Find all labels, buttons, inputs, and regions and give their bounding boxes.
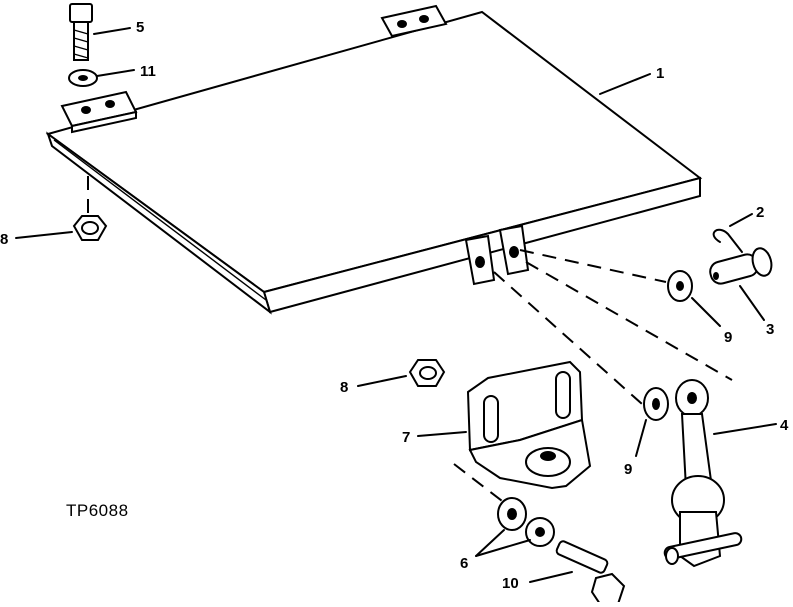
cotter-pin — [712, 228, 743, 253]
callout-10: 10 — [502, 575, 519, 592]
callout-2: 2 — [756, 204, 764, 221]
callout-7: 7 — [402, 429, 410, 446]
washer-center — [643, 387, 669, 421]
callout-5: 5 — [136, 19, 144, 36]
seat-plate — [45, 10, 703, 315]
support-arm — [663, 379, 743, 568]
pin — [709, 247, 773, 285]
plate-tab-left — [464, 234, 496, 286]
seat-plate-left-edge — [46, 131, 272, 315]
lock-nut-left — [72, 215, 108, 241]
callout-6: 6 — [460, 555, 468, 572]
leader-lines — [15, 27, 777, 583]
lock-washer — [68, 69, 98, 87]
bracket — [466, 360, 592, 490]
seat-plate-edge-shade — [53, 139, 267, 301]
callout-11: 11 — [140, 63, 156, 80]
seat-plate-top — [45, 10, 703, 294]
hinge-left — [60, 90, 138, 134]
hinge-right — [380, 4, 448, 38]
figure-id: TP6088 — [66, 501, 129, 520]
alignment-lines — [453, 249, 733, 505]
callout-9-right: 9 — [724, 329, 732, 346]
callout-1: 1 — [656, 65, 664, 82]
callout-4: 4 — [780, 417, 789, 434]
lock-nut-center — [408, 359, 446, 387]
washer-right — [667, 270, 693, 302]
plate-tab-right — [498, 224, 530, 276]
bolt — [555, 540, 626, 605]
cap-screw — [69, 3, 93, 61]
callout-8-left: 8 — [0, 231, 8, 248]
callout-8-center: 8 — [340, 379, 348, 396]
callout-9-center: 9 — [624, 461, 632, 478]
washers — [497, 497, 555, 547]
callout-3: 3 — [766, 321, 774, 338]
callout-labels: 1 2 3 4 5 6 7 8 8 9 9 10 11 — [0, 19, 789, 592]
